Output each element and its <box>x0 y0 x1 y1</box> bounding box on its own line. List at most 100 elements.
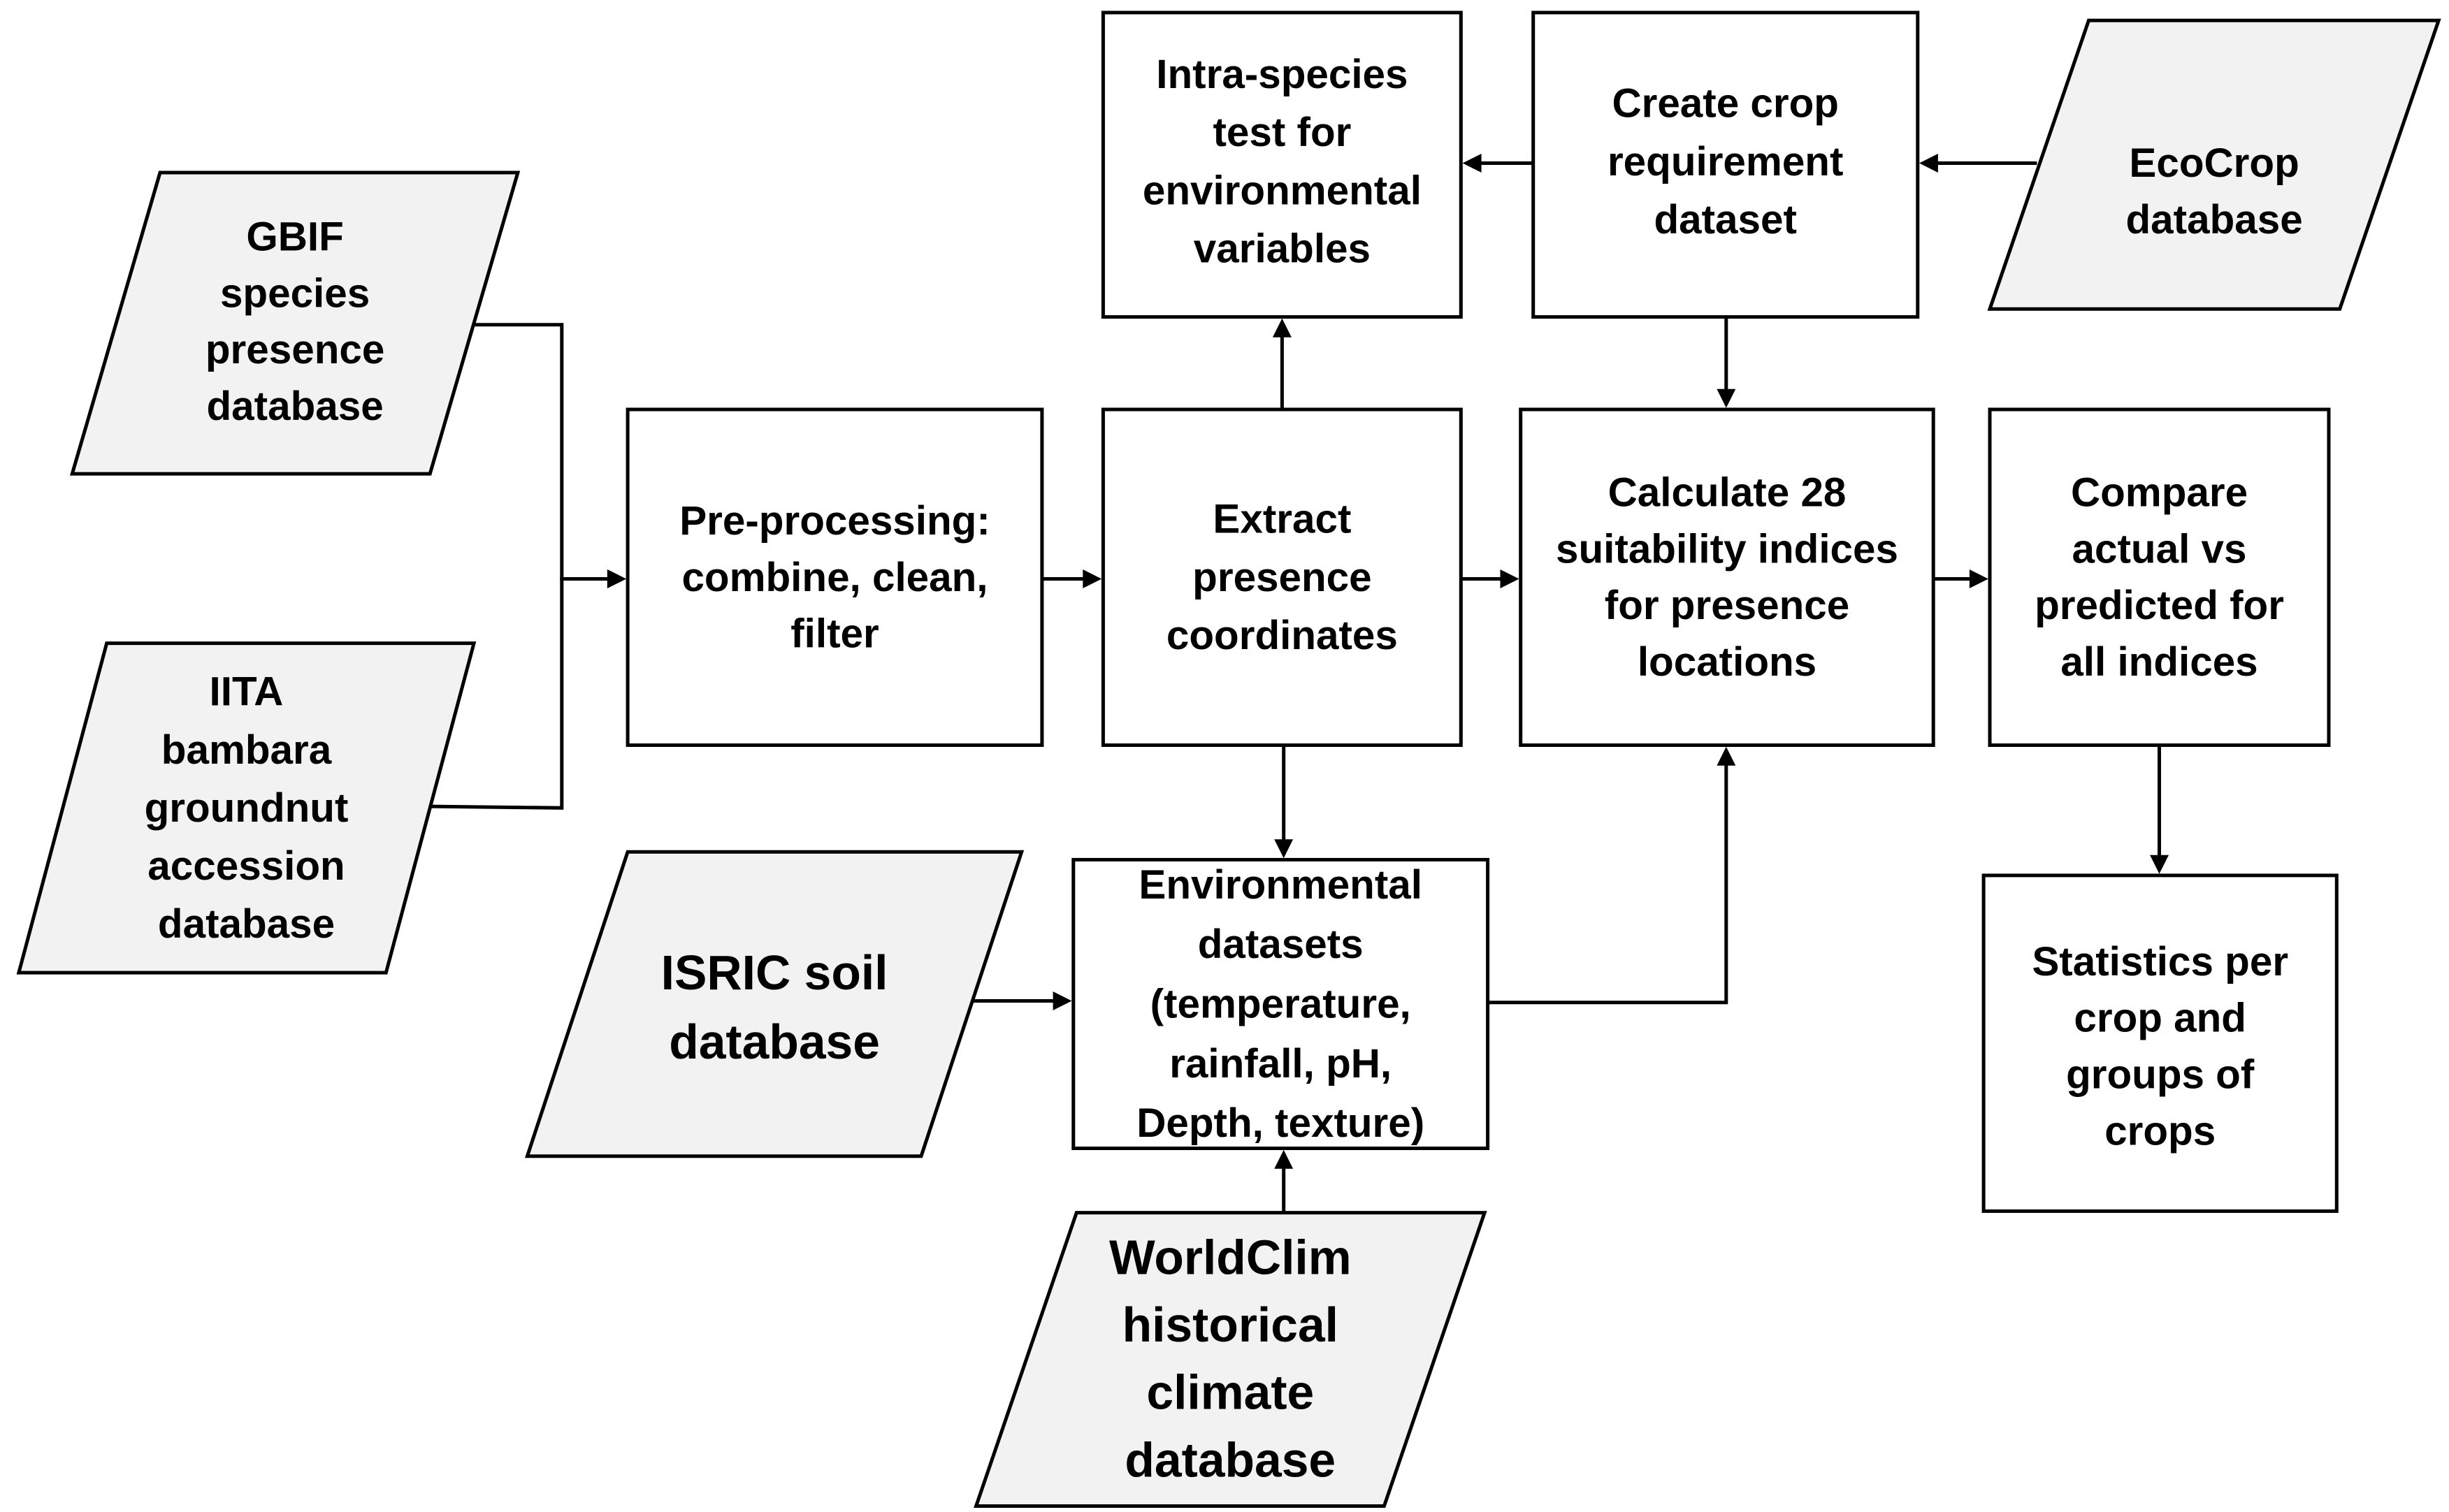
node-label-line: locations <box>1638 639 1816 685</box>
node-label-line: WorldClim <box>1109 1230 1352 1285</box>
node-label-line: crops <box>2104 1108 2216 1154</box>
process-box <box>626 407 1044 747</box>
arrowhead <box>1462 154 1482 173</box>
node-label-line: for presence <box>1605 583 1850 628</box>
node-label-line: bambara <box>161 727 332 773</box>
connector-extract-to-environmental <box>1274 745 1294 859</box>
connector-extract-to-intra <box>1272 318 1292 409</box>
arrowhead <box>1969 569 1988 588</box>
arrowhead <box>1500 569 1519 588</box>
connector-extract-to-calculate <box>1461 569 1519 588</box>
node-calculate: Calculate 28 suitability indices for prese… <box>1519 407 1935 747</box>
node-label-line: datasets <box>1198 922 1364 967</box>
node-label-line: Depth, texture) <box>1136 1100 1424 1146</box>
node-label-line: all indices <box>2060 639 2257 685</box>
connector-gbif-to-preprocessing <box>474 323 626 588</box>
node-label-line: Statistics per <box>2032 939 2288 984</box>
node-label-line: EcoCrop <box>2129 140 2299 186</box>
node-label-line: database <box>2126 197 2303 242</box>
process-box <box>1988 407 2331 747</box>
node-label-line: coordinates <box>1166 613 1398 658</box>
node-label-line: rainfall, pH, <box>1169 1041 1392 1086</box>
node-label-line: Calculate 28 <box>1608 470 1847 516</box>
node-label-line: Environmental <box>1139 862 1422 908</box>
node-worldclim: WorldClim historical climate database <box>974 1211 1487 1508</box>
node-compare: Compare actual vs predicted for all indices <box>1988 407 2331 747</box>
connector-worldclim-to-environmental <box>1274 1149 1294 1213</box>
node-label-line: Pre-processing: <box>679 498 990 544</box>
node-label-line: groups of <box>2066 1052 2255 1098</box>
process-box <box>1101 407 1463 747</box>
data-source-parallelogram <box>16 641 477 975</box>
data-source-parallelogram <box>1987 18 2441 311</box>
arrowhead <box>1053 991 1072 1010</box>
node-environmental: Environmental datasets (temperature, rainfa… <box>1071 857 1490 1151</box>
node-label-line: combine, clean, <box>681 555 988 600</box>
node-label-line: filter <box>790 611 879 657</box>
node-label-line: dataset <box>1654 197 1796 242</box>
node-label-line: GBIF <box>246 215 343 260</box>
process-box <box>1531 10 1920 319</box>
connector-create-to-intra <box>1462 154 1533 173</box>
node-label-line: requirement <box>1608 139 1843 184</box>
node-label-line: suitability indices <box>1556 526 1898 572</box>
node-label-line: predicted for <box>2035 583 2284 628</box>
arrowhead <box>1274 839 1294 859</box>
connector-line <box>430 577 615 810</box>
node-label-line: database <box>207 384 384 429</box>
connector-preprocessing-to-extract <box>1041 569 1102 588</box>
node-label-line: environmental <box>1143 168 1422 213</box>
node-label-line: actual vs <box>2072 526 2247 572</box>
node-label-line: database <box>1125 1432 1336 1487</box>
connector-ecocrop-to-create <box>1919 154 2037 173</box>
node-label-line: climate <box>1146 1365 1314 1420</box>
node-label-line: (temperature, <box>1150 982 1411 1027</box>
connector-create-to-calculate <box>1717 317 1736 408</box>
node-iita: IITA bambara groundnut accession database <box>16 641 477 975</box>
arrowhead <box>1919 154 1938 173</box>
connector-calculate-to-compare <box>1933 569 1988 588</box>
data-source-parallelogram <box>974 1211 1487 1508</box>
connector-line <box>1487 757 1728 1005</box>
arrowhead <box>2150 855 2169 874</box>
node-preprocessing: Pre-processing: combine, clean, filter <box>626 407 1044 747</box>
arrowhead <box>607 569 626 588</box>
connector-compare-to-statistics <box>2150 745 2169 874</box>
node-label-line: database <box>669 1015 880 1069</box>
arrowhead <box>1717 388 1736 408</box>
process-box <box>1981 873 2339 1213</box>
connector-line <box>474 323 615 581</box>
node-label-line: Create crop <box>1612 81 1839 126</box>
arrowhead <box>1083 569 1102 588</box>
node-label-line: accession <box>147 843 345 889</box>
connector-environmental-to-calculate <box>1487 746 1736 1005</box>
process-box <box>1071 857 1490 1151</box>
connector-isric-to-environmental <box>969 991 1072 1010</box>
node-label-line: presence <box>1192 555 1371 600</box>
node-label-line: historical <box>1122 1297 1338 1352</box>
node-label-line: Extract <box>1213 497 1351 542</box>
node-label-line: Compare <box>2071 470 2248 516</box>
node-label-line: Intra-species <box>1156 52 1408 97</box>
node-create: Create crop requirement dataset <box>1531 10 1920 319</box>
node-label-line: database <box>158 901 335 947</box>
node-label-line: species <box>220 270 370 316</box>
node-label-line: variables <box>1194 226 1371 271</box>
process-box <box>1519 407 1935 747</box>
node-label-line: IITA <box>210 669 284 715</box>
data-source-parallelogram <box>524 850 1025 1158</box>
node-extract: Extract presence coordinates <box>1101 407 1463 747</box>
node-label-line: presence <box>205 327 384 372</box>
node-label-line: groundnut <box>145 785 349 831</box>
data-source-parallelogram <box>69 170 521 476</box>
arrowhead <box>1274 1149 1294 1169</box>
connector-iita-to-preprocessing <box>430 569 626 810</box>
process-box <box>1101 10 1463 319</box>
node-ecocrop: EcoCrop database <box>1987 18 2441 311</box>
node-gbif: GBIF species presence database <box>69 170 521 476</box>
node-label-line: test for <box>1213 110 1351 155</box>
arrowhead <box>1717 746 1736 766</box>
